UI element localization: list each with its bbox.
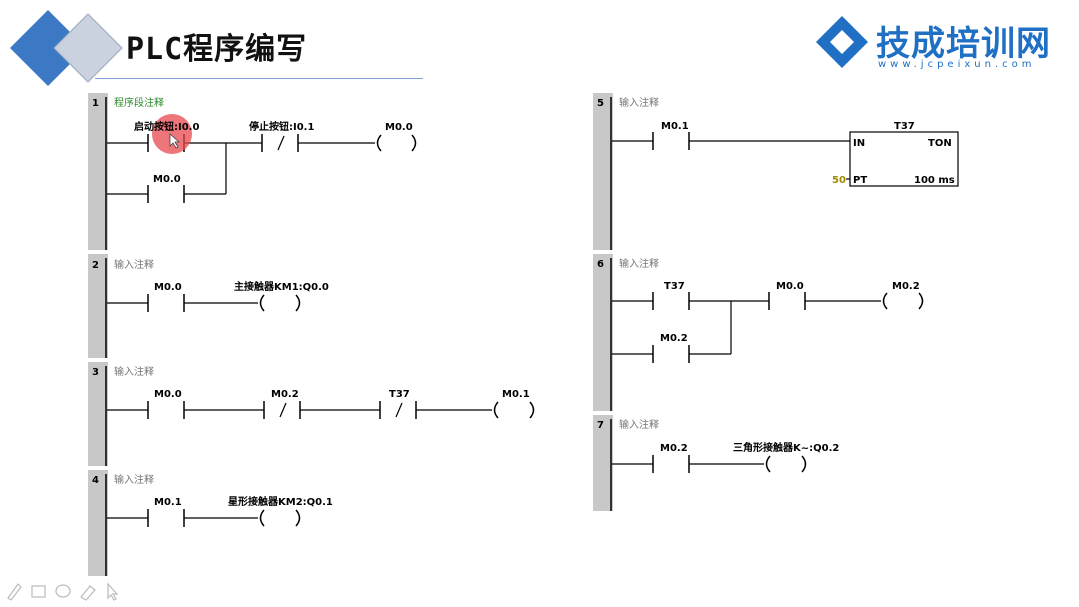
contact-label: 停止按钮:I0.1 [249, 120, 314, 133]
network-comment: 程序段注释 [114, 96, 164, 109]
timer-name: T37 [894, 121, 915, 132]
pointer-icon [169, 133, 181, 149]
contact-label: M0.2 [660, 443, 688, 454]
network-number: 1 [92, 98, 99, 109]
pointer-tool-icon[interactable] [107, 582, 119, 601]
coil-label: 主接触器KM1:Q0.0 [234, 280, 329, 293]
network-comment: 输入注释 [619, 96, 659, 109]
contact-label: M0.1 [661, 121, 689, 132]
contact-label: T37 [389, 389, 410, 400]
slide-title: PLC程序编写 [126, 32, 308, 67]
network-number: 2 [92, 260, 99, 271]
network-3[interactable]: 3 输入注释 M0.0 M0.2 T37 M0.1 [88, 362, 535, 466]
network-number: 4 [92, 475, 99, 486]
network-1[interactable]: 1 程序段注释 启动按钮:I0.0 停止按钮:I0.1 M0.0 M0.0 [88, 93, 417, 250]
network-number: 3 [92, 367, 99, 378]
network-comment: 输入注释 [619, 418, 659, 431]
logo-mark [816, 16, 868, 68]
cursor-highlight [152, 114, 192, 154]
logo-text: 技成培训网 [876, 24, 1051, 64]
network-comment: 输入注释 [114, 365, 154, 378]
coil-label: 星形接触器KM2:Q0.1 [228, 495, 333, 508]
coil-label: 三角形接触器K~:Q0.2 [733, 441, 839, 454]
contact-label: M0.0 [154, 282, 182, 293]
contact-label: M0.2 [271, 389, 299, 400]
contact-label: M0.0 [154, 389, 182, 400]
network-2[interactable]: 2 输入注释 M0.0 主接触器KM1:Q0.0 [88, 254, 329, 358]
presentation-toolbar [7, 582, 119, 601]
network-comment: 输入注释 [114, 258, 154, 271]
timer-preset-value[interactable]: 50 [832, 175, 846, 186]
network-5[interactable]: 5 输入注释 M0.1 T37 IN TON PT 100 ms 50 [593, 93, 959, 250]
coil-label: M0.2 [892, 281, 920, 292]
timer-base: 100 ms [914, 175, 955, 186]
shape-icon[interactable] [55, 584, 71, 598]
contact-label: M0.2 [660, 333, 688, 344]
header-diamonds [10, 10, 123, 86]
coil-label: M0.0 [385, 122, 413, 133]
timer-pt-label: PT [853, 175, 867, 186]
network-comment: 输入注释 [619, 257, 659, 270]
contact-label: M0.1 [154, 497, 182, 508]
timer-block[interactable] [849, 131, 959, 187]
network-number: 6 [597, 259, 604, 270]
network-number: 7 [597, 420, 604, 431]
title-underline [95, 78, 423, 79]
contact-label: T37 [664, 281, 685, 292]
contact-label: M0.0 [776, 281, 804, 292]
logo-url: www.jcpeixun.com [878, 59, 1036, 70]
eraser-icon[interactable] [80, 585, 96, 601]
contact-label: M0.0 [153, 174, 181, 185]
network-4[interactable]: 4 输入注释 M0.1 星形接触器KM2:Q0.1 [88, 470, 333, 576]
network-comment: 输入注释 [114, 473, 154, 486]
pen-icon[interactable] [7, 583, 22, 601]
coil-label: M0.1 [502, 389, 530, 400]
network-6[interactable]: 6 输入注释 T37 M0.0 M0.2 M0.2 [593, 254, 924, 411]
timer-type: TON [928, 138, 952, 149]
network-number: 5 [597, 98, 604, 109]
network-7[interactable]: 7 输入注释 M0.2 三角形接触器K~:Q0.2 [593, 415, 839, 511]
timer-in-label: IN [853, 138, 865, 149]
contact-label: 启动按钮:I0.0 [134, 120, 199, 133]
slide-icon[interactable] [31, 585, 46, 598]
